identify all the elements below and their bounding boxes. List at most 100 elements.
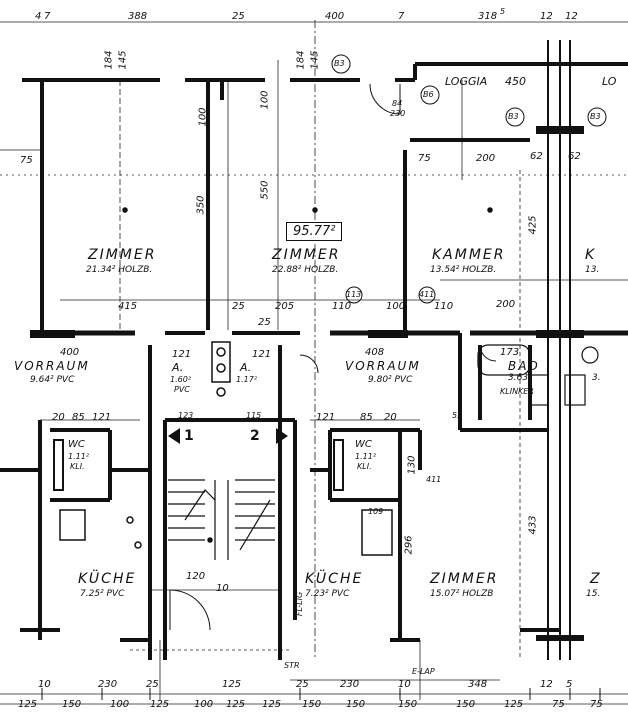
room-bad-name: BAD	[508, 359, 540, 373]
bottom-dim-2-0: 125	[18, 699, 38, 710]
stair-treads	[168, 479, 275, 560]
room-bad-floor: KLINKER	[500, 387, 534, 396]
room-zimmer-3-name: ZIMMER	[430, 571, 499, 587]
dim-100-c: 100	[386, 301, 406, 312]
room-bad-edge: 3.	[592, 373, 601, 383]
room-kammer-area: 13.54² HOLZB.	[430, 265, 497, 275]
marker-b3-b: B3	[508, 112, 519, 121]
dim-121-d: 121	[316, 412, 336, 423]
room-vorraum-2-name: VORRAUM	[345, 359, 421, 373]
dim-121-a: 121	[172, 349, 192, 360]
dim-110-b: 110	[434, 301, 454, 312]
room-k-edge-name: K	[585, 247, 597, 263]
dim-20-b: 20	[384, 412, 397, 423]
dim-25-b: 25	[258, 317, 271, 328]
room-k-edge-area: 13.	[585, 265, 600, 275]
marker-b6: B6	[423, 90, 434, 99]
room-a1-floor: PVC	[174, 385, 190, 394]
bottom-dim-2-9: 150	[398, 699, 418, 710]
dim-100-a: 100	[197, 107, 209, 127]
dim-184-a: 184	[103, 50, 115, 70]
room-vorraum-1-name: VORRAUM	[14, 359, 90, 373]
stair-number-1: 1	[184, 428, 194, 444]
room-kammer-name: KAMMER	[432, 247, 506, 263]
dim-120: 120	[186, 571, 206, 582]
room-wc-1-area: 1.11²	[68, 452, 90, 461]
dim-550: 550	[259, 180, 271, 200]
dim-55: 55	[452, 411, 463, 420]
bottom-dim-2-7: 150	[302, 699, 322, 710]
dim-100-b: 100	[259, 90, 271, 110]
dim-184-b: 184	[295, 50, 307, 70]
dim-25-a: 25	[232, 301, 245, 312]
room-wc-2-floor: KLI.	[357, 462, 372, 471]
dim-200-b: 200	[496, 299, 516, 310]
bottom-dim-2-12: 75	[552, 699, 565, 710]
bottom-dim-2-13: 75	[590, 699, 603, 710]
marker-411: 411	[419, 290, 435, 299]
bottom-dim-1-7: 348	[468, 679, 488, 690]
shaft-symbols	[59, 207, 493, 556]
marker-fl-lig: FL-LIG	[295, 591, 305, 617]
dim-145-b: 145	[309, 50, 321, 70]
stair-arrows	[168, 428, 288, 444]
bottom-dim-2-4: 100	[194, 699, 214, 710]
top-dim-4: 25	[232, 11, 245, 22]
room-kueche-2-name: KÜCHE	[305, 571, 364, 587]
dim-173: 173	[500, 347, 520, 358]
bottom-dim-1-3: 125	[222, 679, 242, 690]
top-dim-6: 7	[398, 11, 405, 22]
room-vorraum-1-area: 9.64² PVC	[30, 375, 75, 385]
dim-408: 408	[365, 347, 385, 358]
dim-75-a: 75	[20, 155, 33, 166]
room-kueche-2-area: 7.23² PVC	[305, 589, 350, 599]
room-a1-area: 1.60²	[170, 375, 192, 384]
stair-number-2: 2	[250, 428, 260, 444]
dim-121-b: 121	[252, 349, 272, 360]
dim-10: 10	[216, 583, 229, 594]
marker-e-lap: E-LAP	[412, 667, 435, 676]
dim-62-a: 62	[530, 151, 543, 162]
dim-350: 350	[195, 195, 207, 215]
room-z-edge-name: Z	[590, 571, 602, 587]
bottom-dim-2-1: 150	[62, 699, 82, 710]
bottom-dim-1-1: 230	[98, 679, 118, 690]
dim-425: 425	[527, 215, 539, 235]
marker-113: 113	[346, 290, 362, 299]
bottom-dim-2-3: 125	[150, 699, 170, 710]
loggia-edge: LO	[602, 75, 617, 88]
bottom-dim-2-6: 125	[262, 699, 282, 710]
door-swings	[169, 83, 497, 631]
dim-20-a: 20	[52, 412, 65, 423]
bottom-dim-1-6: 10	[398, 679, 411, 690]
marker-b3-c: B3	[590, 112, 601, 121]
room-zimmer-2-name: ZIMMER	[272, 247, 341, 263]
room-a2-area: 1.17²	[236, 375, 258, 384]
boxed-area-value: 95.77²	[286, 222, 343, 241]
room-vorraum-2-area: 9.80² PVC	[368, 375, 413, 385]
bottom-dim-2-2: 100	[110, 699, 130, 710]
dim-85-b: 85	[360, 412, 373, 423]
top-dim-8: 5	[500, 7, 506, 16]
top-dim-9: 12	[540, 11, 553, 22]
dim-130: 130	[406, 455, 418, 475]
room-wc-2-area: 1.11²	[355, 452, 377, 461]
room-kueche-1-name: KÜCHE	[78, 571, 137, 587]
bottom-dim-2-10: 150	[456, 699, 476, 710]
bottom-dim-1-8: 12	[540, 679, 553, 690]
dim-110-a: 110	[332, 301, 352, 312]
dim-230: 230	[390, 109, 406, 118]
bottom-dim-2-11: 125	[504, 699, 524, 710]
walls	[0, 40, 628, 660]
room-bad-area: 3.63²	[508, 373, 532, 383]
room-wc-2-name: WC	[355, 439, 372, 450]
dim-75-b: 75	[418, 153, 431, 164]
dim-84: 84	[392, 99, 403, 108]
circle-markers	[331, 54, 607, 304]
bottom-dim-1-4: 25	[296, 679, 309, 690]
dim-200: 200	[476, 153, 496, 164]
dim-205: 205	[275, 301, 295, 312]
bottom-dim-2-8: 150	[346, 699, 366, 710]
room-zimmer-3-area: 15.07² HOLZB	[430, 589, 494, 599]
